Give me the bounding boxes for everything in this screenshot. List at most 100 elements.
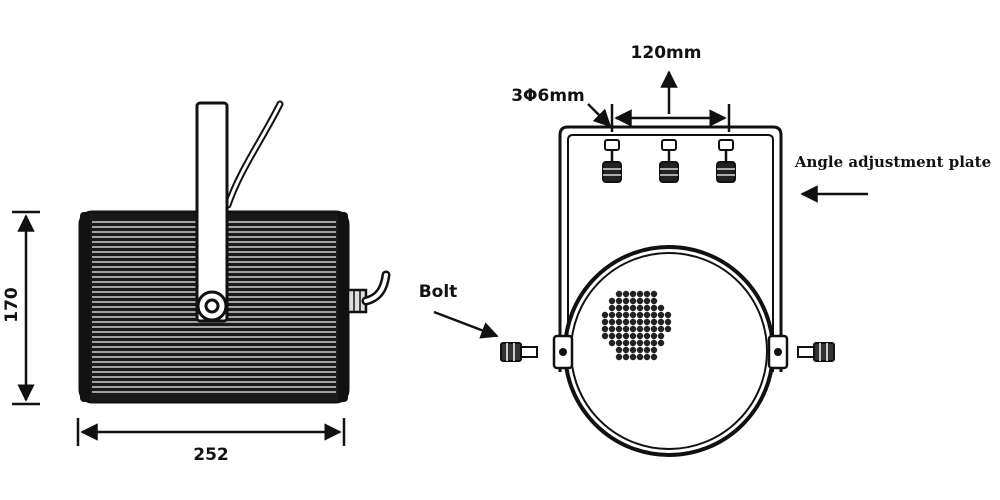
grille-dot <box>664 311 672 319</box>
side-view: 170 252 <box>2 100 391 465</box>
grille-dot <box>629 332 637 340</box>
grille-dot <box>636 318 644 326</box>
grille-dot <box>622 318 630 326</box>
grille-dot <box>608 339 616 347</box>
hole-spec-callout: 3Φ6mm <box>511 86 612 128</box>
grille-dot <box>636 346 644 354</box>
bolt-label: Bolt <box>419 282 458 302</box>
grille-dot <box>636 332 644 340</box>
width-label: 252 <box>193 445 229 465</box>
bolt-left <box>500 342 538 362</box>
grille-dot <box>629 311 637 319</box>
grille-dot <box>643 332 651 340</box>
grille-dot <box>636 297 644 305</box>
grille-dot <box>643 297 651 305</box>
grille-dot <box>622 339 630 347</box>
grille-dot <box>615 318 623 326</box>
grille-dot <box>601 318 609 326</box>
grille-dot <box>615 290 623 298</box>
bolt-callout: Bolt <box>419 282 499 339</box>
grille-dot <box>657 304 665 312</box>
mounting-screws <box>602 139 736 183</box>
grille-dot <box>657 325 665 333</box>
grille-dot <box>615 297 623 305</box>
grille-dot <box>657 318 665 326</box>
grille-dot <box>650 353 658 361</box>
side-bracket <box>195 101 229 323</box>
grille-dot <box>622 346 630 354</box>
grille-dot <box>636 353 644 361</box>
grille-dot <box>615 311 623 319</box>
grille-dot <box>636 304 644 312</box>
mounting-screw <box>602 139 622 183</box>
grille-dot <box>664 318 672 326</box>
grille-dot <box>657 311 665 319</box>
grille-dot <box>643 325 651 333</box>
bolt-right <box>797 342 835 362</box>
grille-dot <box>615 346 623 354</box>
grille-dot <box>622 290 630 298</box>
grille-dot <box>608 304 616 312</box>
grille-dot <box>650 311 658 319</box>
grille-dot <box>608 325 616 333</box>
grille-dot <box>615 339 623 347</box>
grille-dot <box>629 346 637 354</box>
grille-dot <box>643 318 651 326</box>
grille-dot <box>643 346 651 354</box>
speaker-face <box>563 245 775 457</box>
grille-dot <box>657 339 665 347</box>
grille-dot <box>608 318 616 326</box>
grille-dot <box>650 318 658 326</box>
grille-dot <box>629 318 637 326</box>
grille-dot <box>608 297 616 305</box>
spacing-label: 120mm <box>631 43 702 63</box>
grille-dot <box>629 297 637 305</box>
grille-dot <box>643 339 651 347</box>
grille-dot <box>636 311 644 319</box>
grille-dot <box>622 304 630 312</box>
grille-dot <box>650 332 658 340</box>
grille-dot <box>608 311 616 319</box>
grille-dot <box>622 311 630 319</box>
grille-dot <box>629 304 637 312</box>
grille-dot <box>657 332 665 340</box>
grille-dot <box>643 311 651 319</box>
grille-dot <box>615 332 623 340</box>
plate-label: Angle adjustment plate <box>794 153 991 171</box>
grille-dot <box>650 304 658 312</box>
grille-dot <box>601 325 609 333</box>
mounting-screw <box>716 139 736 183</box>
plate-callout: Angle adjustment plate <box>794 153 991 203</box>
grille-dot <box>622 353 630 361</box>
mounting-screw <box>659 139 679 183</box>
grille-dot <box>636 325 644 333</box>
grille-dot <box>650 297 658 305</box>
grille-dot <box>664 325 672 333</box>
grille-dot <box>601 311 609 319</box>
grille-dot <box>643 304 651 312</box>
front-view: 120mm 3Φ6mm Angle adjustment plate Bolt <box>419 43 991 457</box>
grille-dot <box>601 332 609 340</box>
grille-dot <box>636 290 644 298</box>
angle-adjustment-plate <box>558 125 783 372</box>
grille-dot <box>650 346 658 354</box>
width-dimension: 252 <box>76 418 346 465</box>
cable-gland <box>346 270 391 314</box>
grille-dot <box>615 353 623 361</box>
grille-dot <box>622 332 630 340</box>
grille-dot <box>643 353 651 361</box>
grille-dot <box>629 353 637 361</box>
grille-dot <box>615 304 623 312</box>
grille-dot <box>622 325 630 333</box>
height-label: 170 <box>2 287 22 323</box>
grille-dot <box>629 290 637 298</box>
grille-dot <box>650 339 658 347</box>
grille-dot <box>629 325 637 333</box>
hole-spacing-dimension: 120mm <box>610 43 731 132</box>
grille-dot <box>629 339 637 347</box>
grille-dot <box>650 290 658 298</box>
grille-dot <box>643 290 651 298</box>
grille-dot <box>650 325 658 333</box>
pivot-right <box>767 334 789 370</box>
